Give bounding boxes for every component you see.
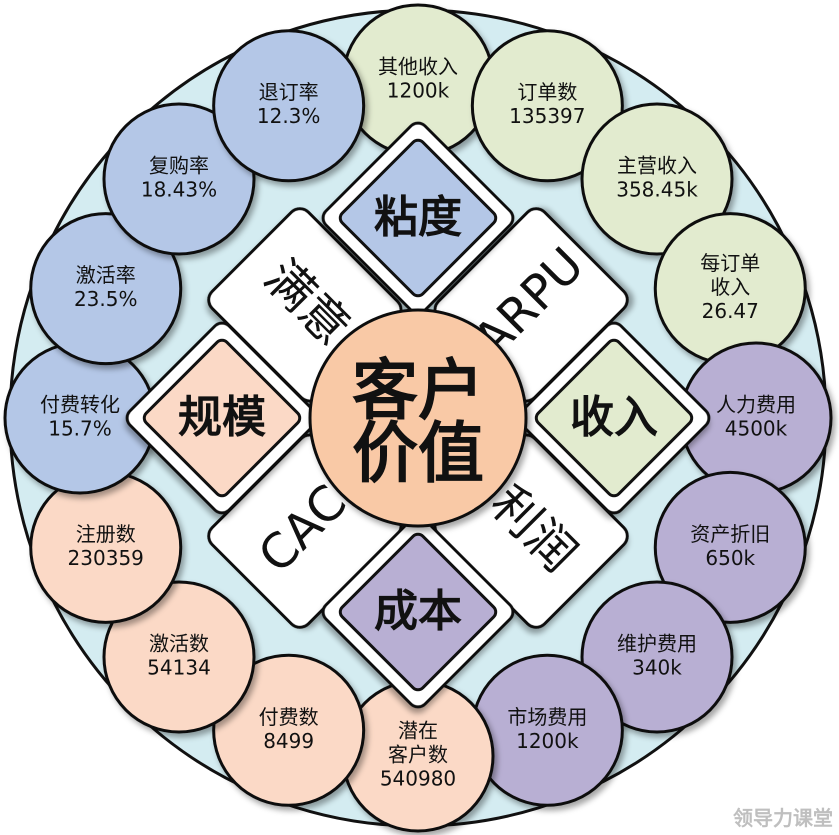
diamond-label: 粘度 xyxy=(374,192,462,243)
metric-label: 客户数 xyxy=(388,743,448,767)
diamond-inner xyxy=(338,138,498,298)
metric-circle-bg xyxy=(580,102,734,256)
metric-value: 23.5% xyxy=(74,287,138,311)
metric-circle-bg xyxy=(470,29,624,183)
metric-label: 主营收入 xyxy=(617,153,697,177)
diamond-inner xyxy=(142,338,302,498)
metric-circle-bg xyxy=(212,29,366,183)
metric-label: 激活数 xyxy=(149,632,209,656)
metric-circle-bg xyxy=(102,580,256,734)
metric-label: 潜在 xyxy=(398,719,438,743)
metric-label: 资产折旧 xyxy=(690,522,770,546)
metric-value: 1200k xyxy=(387,79,450,103)
metric-label: 付费转化 xyxy=(40,393,120,417)
diamond-inner xyxy=(534,338,694,498)
metric-label: 注册数 xyxy=(76,522,136,546)
metric-value: 15.7% xyxy=(48,417,112,441)
dimension-diamond xyxy=(125,321,319,515)
metric-circle-bg xyxy=(102,102,256,256)
metric-value: 26.47 xyxy=(702,299,759,323)
center-label-line1: 客户 xyxy=(352,352,484,429)
metric-value: 230359 xyxy=(68,546,144,570)
metric-label: 激活率 xyxy=(76,263,136,287)
metric-circle-bg xyxy=(29,212,183,366)
metric-value: 4500k xyxy=(725,417,788,441)
metric-label: 退订率 xyxy=(259,80,319,104)
metric-label: 其他收入 xyxy=(378,55,458,79)
metric-label: 收入 xyxy=(710,275,750,299)
diamond-label: 收入 xyxy=(570,392,658,443)
metric-value: 540980 xyxy=(380,767,456,791)
dimension-diamond xyxy=(321,515,515,709)
dimension-diamond xyxy=(517,321,711,515)
metric-value: 18.43% xyxy=(141,177,217,201)
diamond-label: 规模 xyxy=(178,392,266,443)
metric-value: 54134 xyxy=(147,656,211,680)
metric-label: 人力费用 xyxy=(716,393,796,417)
metric-circle-bg xyxy=(212,653,366,807)
center-node: 客户 价值 xyxy=(308,308,528,528)
diamond-label: 成本 xyxy=(374,586,462,637)
dimension-diamond xyxy=(321,121,515,315)
metric-value: 135397 xyxy=(509,104,585,128)
metric-label: 付费数 xyxy=(259,705,319,729)
metric-circle-bg xyxy=(653,470,807,624)
metric-label: 订单数 xyxy=(517,80,577,104)
center-circle xyxy=(308,308,528,528)
metric-label: 市场费用 xyxy=(507,705,587,729)
metric-label: 每订单 xyxy=(700,251,760,275)
metric-value: 340k xyxy=(632,656,682,680)
metric-value: 650k xyxy=(705,546,755,570)
metric-circle-bg xyxy=(580,580,734,734)
metric-label: 维护费用 xyxy=(617,632,697,656)
metric-label: 复购率 xyxy=(149,153,209,177)
metric-value: 358.45k xyxy=(616,177,698,201)
watermark: 领导力课堂 xyxy=(733,806,833,830)
metric-value: 1200k xyxy=(516,729,579,753)
diamond-inner xyxy=(338,532,498,692)
metric-value: 12.3% xyxy=(257,104,321,128)
center-label-line2: 价值 xyxy=(352,415,484,492)
metric-value: 8499 xyxy=(263,729,314,753)
